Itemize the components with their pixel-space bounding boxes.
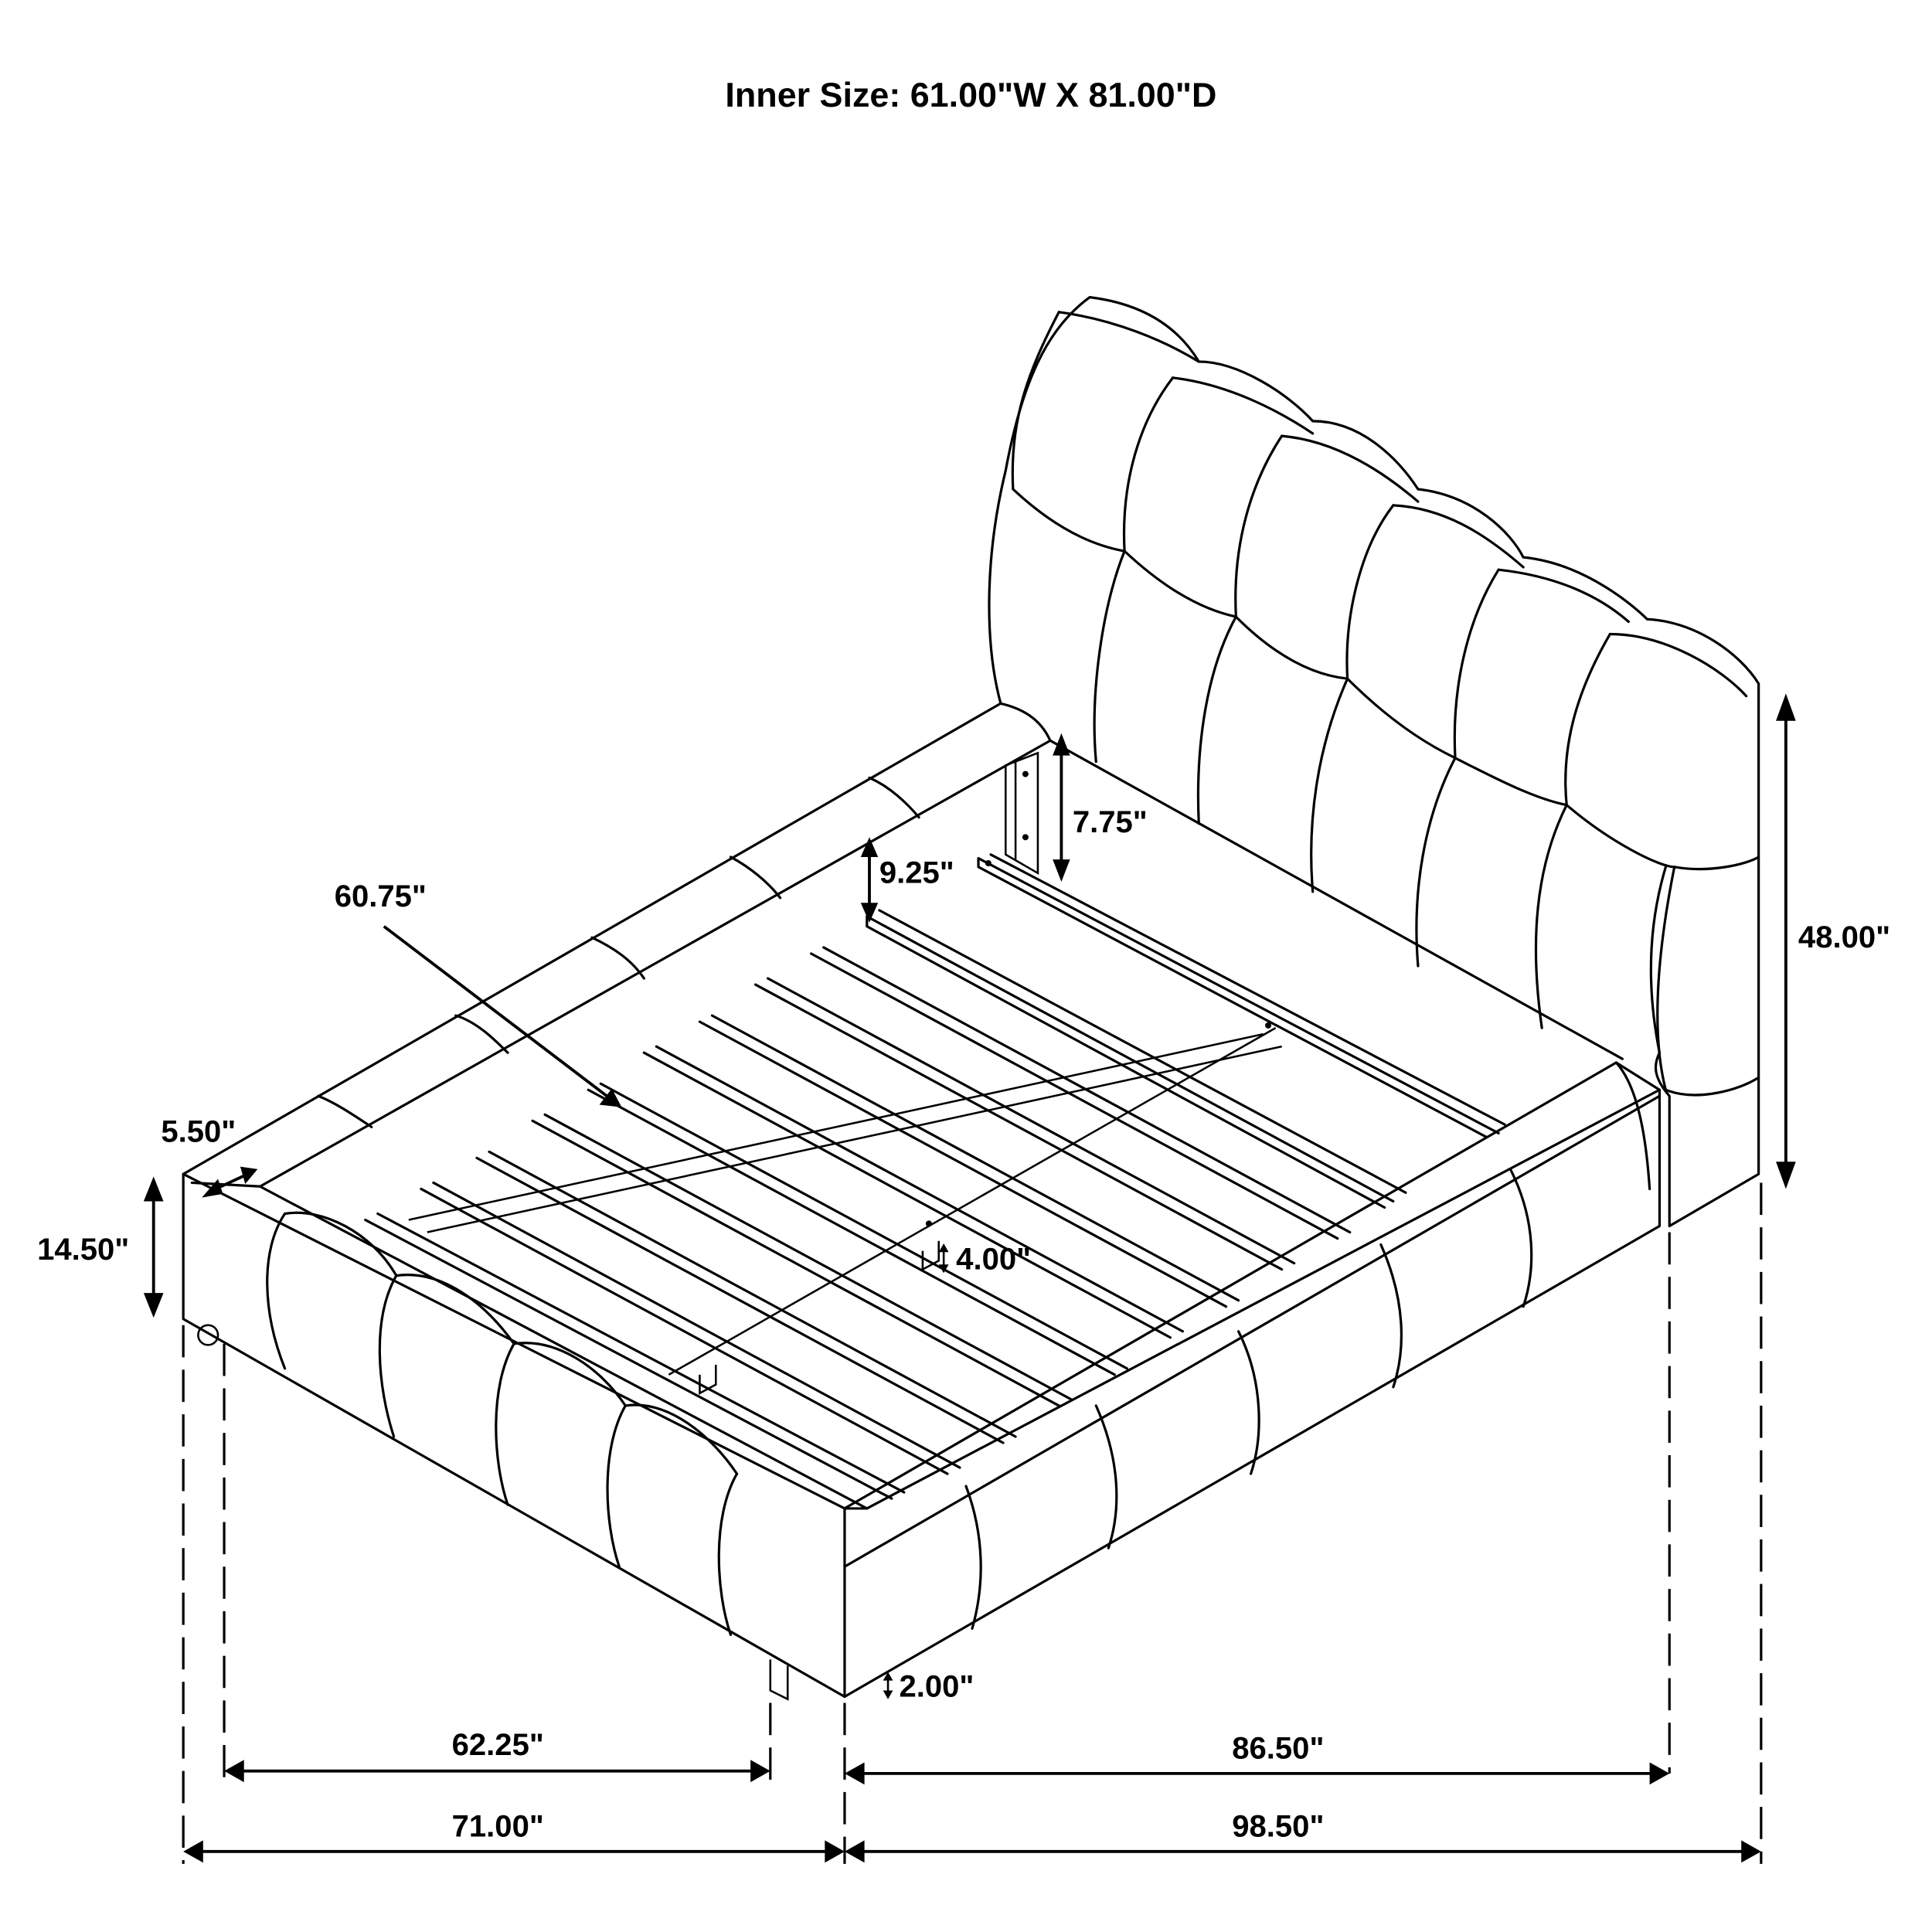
svg-text:86.50": 86.50" [1232,1732,1324,1766]
extension-lines [182,1182,1763,1864]
dim-rail-bracket: 7.75" [1053,733,1148,883]
left-side-rail [182,702,1052,1188]
dim-headboard-height: 48.00" [1776,693,1890,1189]
svg-text:71.00": 71.00" [452,1810,544,1844]
footboard [182,1172,869,1701]
slats [364,853,1506,1500]
inner-size-title: Inner Size: 61.00"W X 81.00"D [725,75,1216,114]
dim-rail-thickness: 5.50" [161,1115,258,1198]
dim-leg-span-length: 86.50" [844,1732,1670,1785]
svg-text:98.50": 98.50" [1232,1810,1324,1844]
svg-text:9.25": 9.25" [879,856,954,890]
dim-footboard-height: 14.50" [37,1176,164,1318]
svg-text:48.00": 48.00" [1798,920,1890,954]
dim-overall-width: 71.00" [183,1810,845,1863]
dim-inner-width-leader: 60.75" [335,879,622,1107]
headboard [988,296,1760,1228]
dim-rail-to-slat: 9.25" [860,837,954,923]
svg-text:7.75": 7.75" [1073,805,1148,839]
dim-slat-gap: 4.00" [938,1243,1031,1277]
svg-text:62.25": 62.25" [452,1728,544,1762]
dim-overall-length: 98.50" [844,1810,1761,1863]
dim-floor-clearance: 2.00" [883,1670,974,1704]
svg-text:4.00": 4.00" [956,1243,1031,1277]
right-side-rail [843,1061,1662,1699]
svg-text:5.50": 5.50" [161,1115,236,1149]
svg-text:60.75": 60.75" [335,879,427,913]
dim-leg-span-width: 62.25" [224,1728,770,1783]
svg-text:14.50": 14.50" [37,1233,129,1267]
svg-text:2.00": 2.00" [899,1670,974,1704]
